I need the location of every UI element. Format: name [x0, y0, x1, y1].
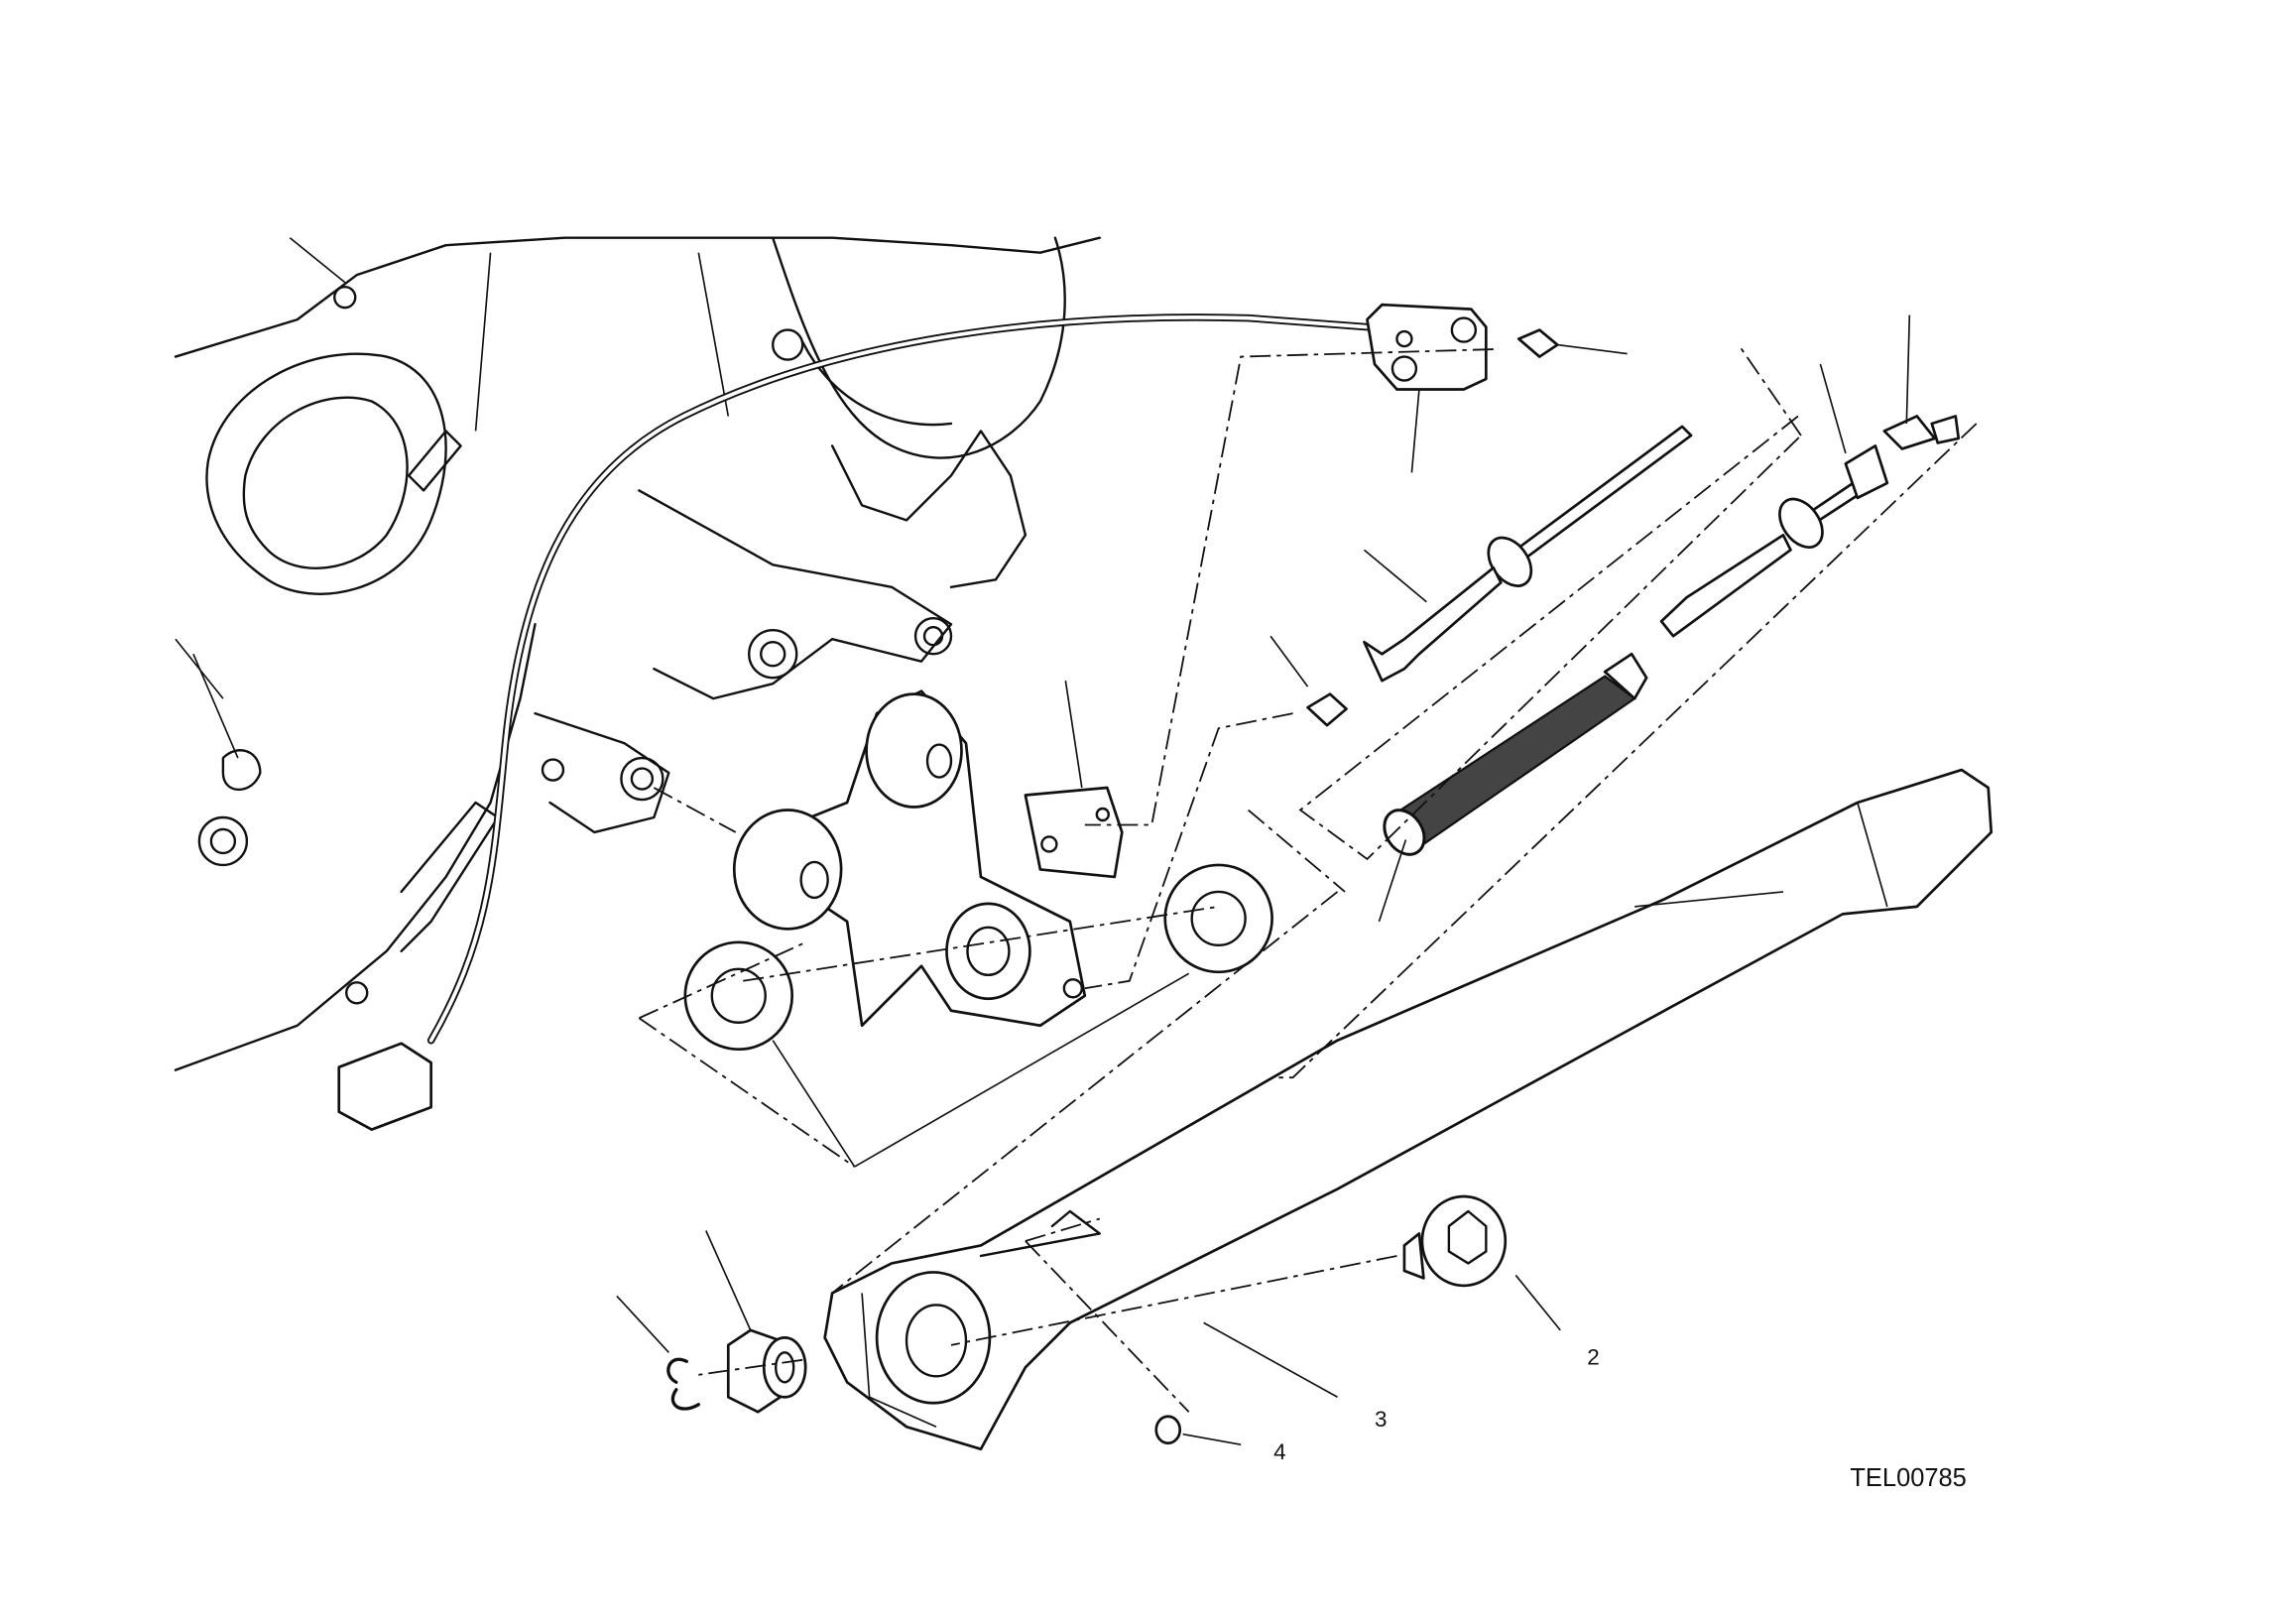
- switch-screw: [1516, 328, 1559, 358]
- callout-4: 4: [1273, 1439, 1286, 1464]
- sidestand-leg: [823, 768, 1994, 1451]
- callout-2: 2: [1587, 1344, 1600, 1369]
- assembly-lines: [638, 344, 1978, 1413]
- switch-plate: [1366, 303, 1488, 391]
- switch-connector: [337, 1042, 432, 1131]
- circlip: [666, 1357, 700, 1411]
- spacer-washer-right: [1163, 863, 1273, 974]
- spring-pin: [1882, 415, 1937, 450]
- callout-3: 3: [1375, 1407, 1388, 1432]
- spring: [1383, 652, 1648, 856]
- inner-spring-rod: [1363, 425, 1693, 683]
- sidestand-bracket: [732, 689, 1124, 1028]
- rod-pin: [1306, 692, 1348, 727]
- callout-labels: 2 3 4: [1273, 1344, 1600, 1464]
- pivot-nut: [726, 1328, 807, 1414]
- pivot-bolt: [1402, 1194, 1508, 1288]
- stop-pin: [1154, 1415, 1182, 1445]
- spacer-washer-left: [683, 940, 794, 1052]
- sidestand-switch-cable: [337, 303, 1488, 1131]
- outer-spring-rod: [1659, 444, 1889, 638]
- drawing-code: TEL00785: [1850, 1464, 1966, 1492]
- leader-lines: [192, 237, 1911, 1446]
